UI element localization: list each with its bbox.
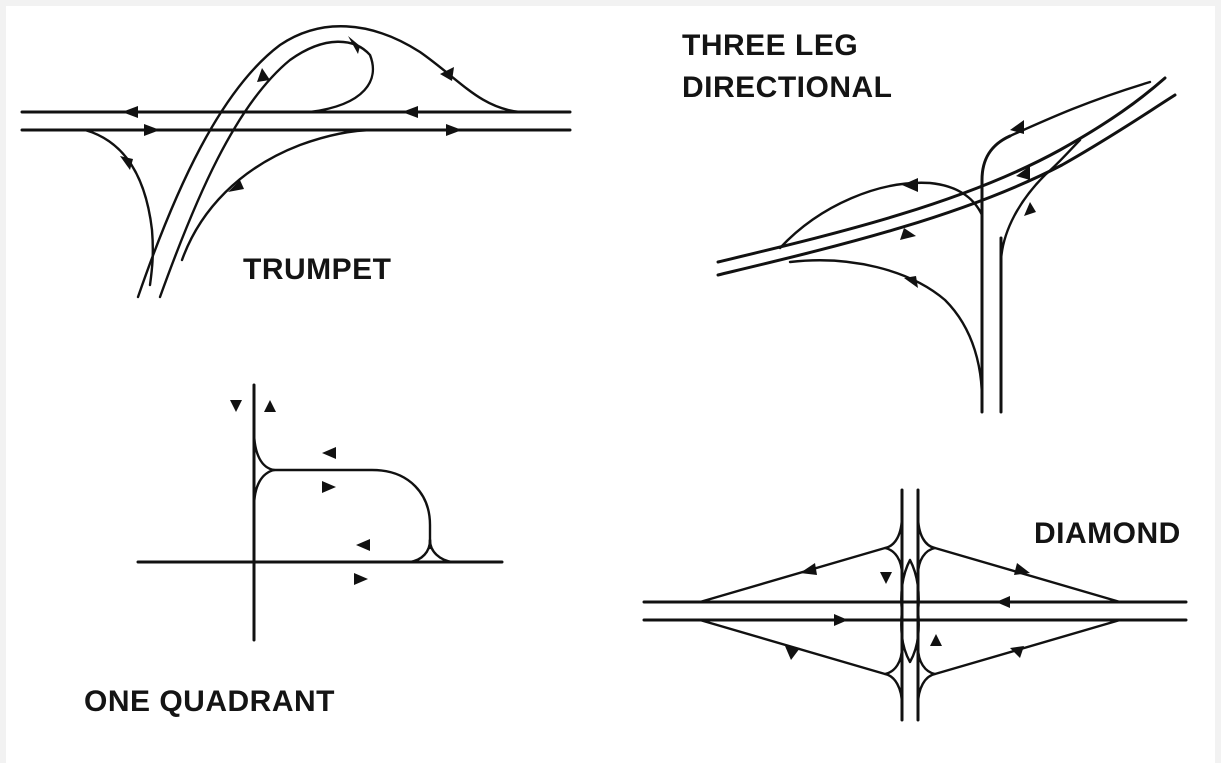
diamond-curve-nw — [883, 513, 904, 577]
label-three-leg-line1: THREE LEG — [682, 29, 859, 62]
quadrant-flare-left — [408, 538, 432, 564]
directional-lower-left-ramp — [788, 259, 984, 402]
diamond-ramp-se — [933, 618, 1122, 676]
trumpet-arrow-3 — [144, 124, 160, 136]
diamond-curve-se — [916, 645, 937, 707]
diamond-curve-ne — [916, 513, 937, 577]
directional-mainline-lower — [716, 93, 1177, 277]
quadrant-arrow-right-2 — [354, 573, 368, 585]
one-quadrant-interchange — [136, 383, 504, 642]
directional-leg-left — [980, 134, 1012, 414]
diamond-lens — [900, 558, 920, 664]
directional-arrow-2 — [1010, 120, 1024, 134]
quadrant-connector-ramp — [270, 468, 432, 550]
diamond-ramp-nw — [698, 546, 887, 604]
quadrant-arrow-right-1 — [322, 481, 336, 493]
trumpet-arrow-1 — [122, 106, 138, 118]
quadrant-arrow-left-1 — [322, 447, 336, 459]
trumpet-arrow-4 — [446, 124, 462, 136]
label-three-leg-line2: DIRECTIONAL — [682, 71, 893, 104]
directional-arrow-5 — [904, 276, 918, 288]
diamond-arrow-2 — [1014, 563, 1030, 575]
quadrant-arrow-up — [264, 400, 276, 412]
diamond-arrow-4 — [996, 596, 1010, 608]
diamond-arrow-8 — [930, 634, 942, 646]
diamond-arrow-5 — [785, 646, 800, 660]
quadrant-flare-right — [428, 538, 454, 564]
trumpet-exit-ramp — [83, 128, 155, 287]
diamond-arrow-1 — [800, 563, 817, 575]
diamond-arrow-6 — [1010, 646, 1024, 658]
trumpet-ramp-left — [136, 25, 522, 299]
trumpet-arrow-9 — [228, 180, 244, 192]
trumpet-entry-ramp — [180, 128, 377, 262]
diamond-interchange — [642, 488, 1188, 722]
directional-upper-right-ramp — [1008, 80, 1152, 138]
quadrant-flare-bottom — [252, 468, 276, 510]
directional-mainline-upper — [716, 76, 1167, 264]
label-one-quadrant: ONE QUADRANT — [84, 685, 335, 718]
trumpet-ramp-right — [158, 40, 375, 299]
label-trumpet: TRUMPET — [243, 253, 392, 286]
trumpet-arrow-7 — [257, 68, 270, 82]
diamond-arrow-3 — [834, 614, 848, 626]
quadrant-flare-top — [252, 428, 276, 472]
diagram-panel — [6, 6, 1215, 763]
three-leg-directional-interchange — [716, 76, 1177, 414]
trumpet-arrow-8 — [120, 156, 133, 170]
label-diamond: DIAMOND — [1034, 517, 1181, 550]
directional-lower-right-ramp — [999, 138, 1082, 262]
directional-arrow-3 — [1016, 166, 1030, 180]
trumpet-arrow-2 — [402, 106, 418, 118]
diamond-curve-sw — [883, 645, 904, 707]
trumpet-arrow-6 — [348, 36, 360, 54]
quadrant-arrow-left-2 — [356, 539, 370, 551]
diamond-ramp-ne — [933, 546, 1122, 604]
trumpet-interchange — [20, 25, 572, 299]
directional-arrow-4 — [900, 228, 916, 240]
trumpet-arrow-5 — [440, 67, 454, 81]
quadrant-arrow-down — [230, 400, 242, 412]
diamond-arrow-7 — [880, 572, 892, 584]
directional-arrow-6 — [1024, 202, 1036, 216]
directional-arrow-1 — [902, 178, 918, 192]
